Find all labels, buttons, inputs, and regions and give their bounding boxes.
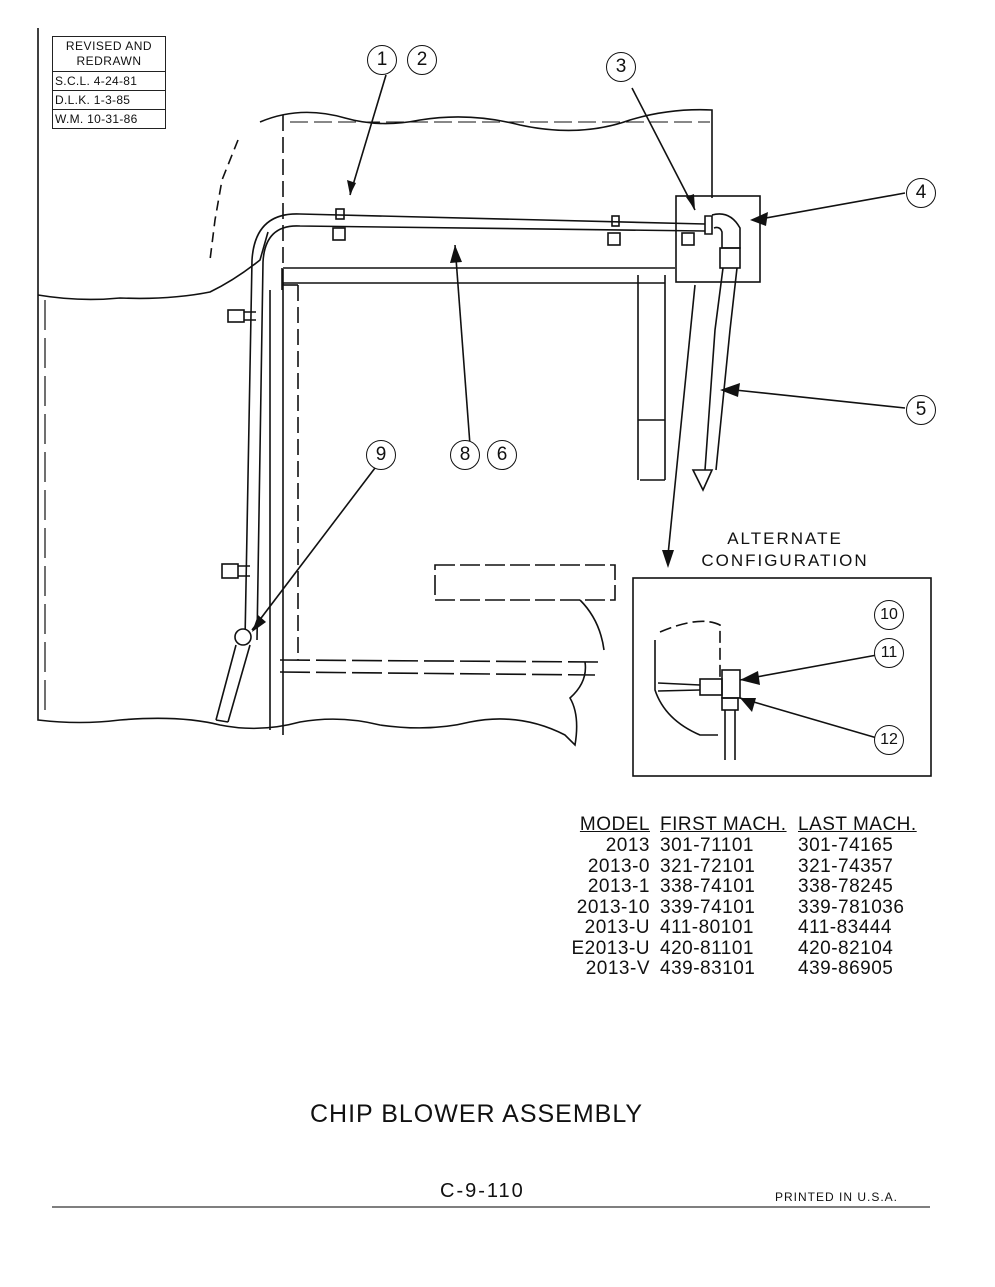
model-cell: 2013-V xyxy=(585,958,650,979)
revision-date: 10-31-86 xyxy=(87,112,138,126)
revision-initials: W.M. xyxy=(55,112,84,126)
callout-6: 6 xyxy=(487,440,517,470)
revision-block: REVISED AND REDRAWN S.C.L. 4-24-81 D.L.K… xyxy=(52,36,166,129)
model-cell: 2013-1 xyxy=(587,876,650,897)
alt-config-box xyxy=(632,577,932,777)
machine-top-wave xyxy=(259,108,713,198)
last-mach-cell: 411-83444 xyxy=(798,917,892,938)
printed-in-usa-note: PRINTED IN U.S.A. xyxy=(775,1190,899,1204)
model-cell: 2013-10 xyxy=(576,896,650,918)
first-mach-cell: 321-72101 xyxy=(660,855,756,877)
model-cell: 2013 xyxy=(605,835,650,856)
last-mach-cell: 301-74165 xyxy=(798,835,894,856)
table-row: 2013-1 338-74101 338-78245 xyxy=(560,876,940,898)
revision-initials: D.L.K. xyxy=(55,93,91,107)
valve-plate xyxy=(675,195,761,283)
slide-block xyxy=(637,275,666,481)
callout-11: 11 xyxy=(874,638,904,668)
alternate-label-line-1: ALTERNATE xyxy=(727,529,843,548)
callout-2: 2 xyxy=(407,45,437,75)
valve-elbow xyxy=(704,215,713,235)
callout-10: 10 xyxy=(874,600,904,630)
table-row: 2013-V 439-83101 439-86905 xyxy=(560,958,940,980)
header-first-mach: FIRST MACH. xyxy=(660,814,787,835)
table-rail xyxy=(283,267,675,284)
revision-entry: D.L.K. 1-3-85 xyxy=(53,91,165,110)
first-mach-cell: 339-74101 xyxy=(660,896,756,918)
model-table: MODEL FIRST MACH. LAST MACH. 2013 301-71… xyxy=(560,814,940,980)
last-mach-cell: 420-82104 xyxy=(798,937,894,959)
first-mach-cell: 439-83101 xyxy=(660,958,756,979)
last-mach-cell: 321-74357 xyxy=(798,855,894,877)
last-mach-cell: 338-78245 xyxy=(798,876,894,897)
air-tube xyxy=(244,213,706,641)
column-dashed-edge xyxy=(209,139,239,261)
table-row: 2013 301-71101 301-74165 xyxy=(560,835,940,857)
callout-5: 5 xyxy=(906,395,936,425)
machine-body-outline xyxy=(37,28,587,747)
revision-date: 1-3-85 xyxy=(93,93,131,107)
header-model: MODEL xyxy=(579,814,650,835)
page-title: CHIP BLOWER ASSEMBLY xyxy=(310,1100,644,1128)
callout-9: 9 xyxy=(366,440,396,470)
alternate-label-line-2: CONFIGURATION xyxy=(701,551,869,570)
model-table-header: MODEL FIRST MACH. LAST MACH. xyxy=(560,814,940,836)
callout-1: 1 xyxy=(367,45,397,75)
machine-top-break-line xyxy=(37,231,269,301)
callout-12: 12 xyxy=(874,725,904,755)
callout-4: 4 xyxy=(906,178,936,208)
table-row: 2013-U 411-80101 411-83444 xyxy=(560,917,940,939)
table-row: 2013-10 339-74101 339-781036 xyxy=(560,896,940,919)
callout-8: 8 xyxy=(450,440,480,470)
model-cell: 2013-U xyxy=(584,917,650,938)
first-mach-cell: 411-80101 xyxy=(660,917,754,938)
page-number: C-9-110 xyxy=(440,1180,525,1202)
revision-heading: REVISED AND REDRAWN xyxy=(53,37,165,72)
model-cell: 2013-0 xyxy=(587,855,650,877)
frame-left xyxy=(269,283,284,735)
callout-3: 3 xyxy=(606,52,636,82)
table-row: 2013-0 321-72101 321-74357 xyxy=(560,855,940,878)
small-table xyxy=(434,564,616,601)
revision-date: 4-24-81 xyxy=(93,74,138,88)
last-mach-cell: 439-86905 xyxy=(798,958,894,979)
first-mach-cell: 301-71101 xyxy=(660,835,754,856)
frame-base xyxy=(279,659,601,676)
alternate-config-label: ALTERNATE CONFIGURATION xyxy=(660,528,910,572)
revision-initials: S.C.L. xyxy=(55,74,91,88)
first-mach-cell: 338-74101 xyxy=(660,876,756,897)
first-mach-cell: 420-81101 xyxy=(660,937,754,959)
revision-entry: S.C.L. 4-24-81 xyxy=(53,72,165,91)
revision-entry: W.M. 10-31-86 xyxy=(53,110,165,128)
table-row: E2013-U 420-81101 420-82104 xyxy=(560,937,940,960)
model-cell: E2013-U xyxy=(571,937,650,959)
header-last-mach: LAST MACH. xyxy=(798,814,917,835)
last-mach-cell: 339-781036 xyxy=(798,896,905,918)
